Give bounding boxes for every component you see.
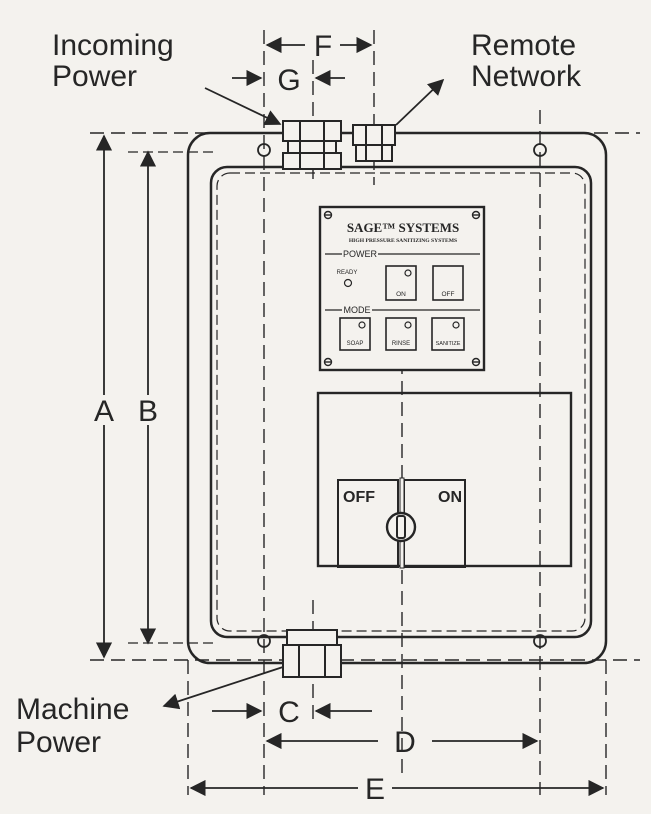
machine-power-fitting xyxy=(282,629,342,678)
machine-power-label-line2: Power xyxy=(16,726,101,759)
on-button-label: ON xyxy=(396,291,406,298)
incoming-power-label-line1: Incoming xyxy=(52,29,174,62)
remote-network-fitting xyxy=(352,124,396,162)
off-button[interactable]: OFF xyxy=(432,265,464,301)
off-button-label: OFF xyxy=(442,291,455,298)
ready-indicator-icon xyxy=(343,278,353,288)
sanitize-indicator-icon xyxy=(452,321,460,329)
rinse-button-label: RINSE xyxy=(392,341,410,347)
incoming-power-fitting xyxy=(282,120,342,170)
switch-knob-icon[interactable] xyxy=(385,511,417,543)
machine-power-label-line1: Machine xyxy=(16,693,129,726)
door-inner-edge xyxy=(216,172,586,632)
machine-power-callout: Machine Power xyxy=(16,666,284,759)
remote-network-label-line2: Network xyxy=(471,60,582,93)
mode-section-label: MODE xyxy=(344,305,371,315)
on-button[interactable]: ON xyxy=(385,265,417,301)
control-nameplate: SAGE™ SYSTEMS HIGH PRESSURE SANITIZING S… xyxy=(318,205,486,372)
sanitize-button[interactable]: SANITIZE xyxy=(431,317,465,351)
sanitize-button-label: SANITIZE xyxy=(436,341,461,347)
ready-label: READY xyxy=(337,270,358,276)
rinse-button[interactable]: RINSE xyxy=(385,317,417,351)
switch-on-label: ON xyxy=(438,489,462,506)
switch-off-label: OFF xyxy=(343,489,375,506)
dimension-f-label: F xyxy=(314,30,332,63)
dimension-a-label: A xyxy=(94,395,114,428)
on-indicator-icon xyxy=(404,269,412,277)
dimension-g-label: G xyxy=(277,64,300,97)
enclosure-door xyxy=(209,165,593,639)
dimension-c-label: C xyxy=(278,696,300,729)
rinse-indicator-icon xyxy=(404,321,412,329)
soap-indicator-icon xyxy=(358,321,366,329)
incoming-power-label-line2: Power xyxy=(52,60,137,93)
remote-network-callout: Remote Network xyxy=(395,29,582,126)
incoming-power-callout: Incoming Power xyxy=(52,29,282,125)
soap-button[interactable]: SOAP xyxy=(339,317,371,351)
nameplate-brand: SAGE™ SYSTEMS xyxy=(347,220,459,235)
nameplate-tagline: HIGH PRESSURE SANITIZING SYSTEMS xyxy=(349,238,457,244)
disconnect-switch[interactable]: OFF ON xyxy=(316,391,573,569)
dimension-e-label: E xyxy=(365,773,385,806)
dimension-d-label: D xyxy=(394,726,416,759)
soap-button-label: SOAP xyxy=(347,341,364,347)
power-section-label: POWER xyxy=(343,249,378,259)
remote-network-label-line1: Remote xyxy=(471,29,576,62)
dimension-b-label: B xyxy=(138,395,158,428)
